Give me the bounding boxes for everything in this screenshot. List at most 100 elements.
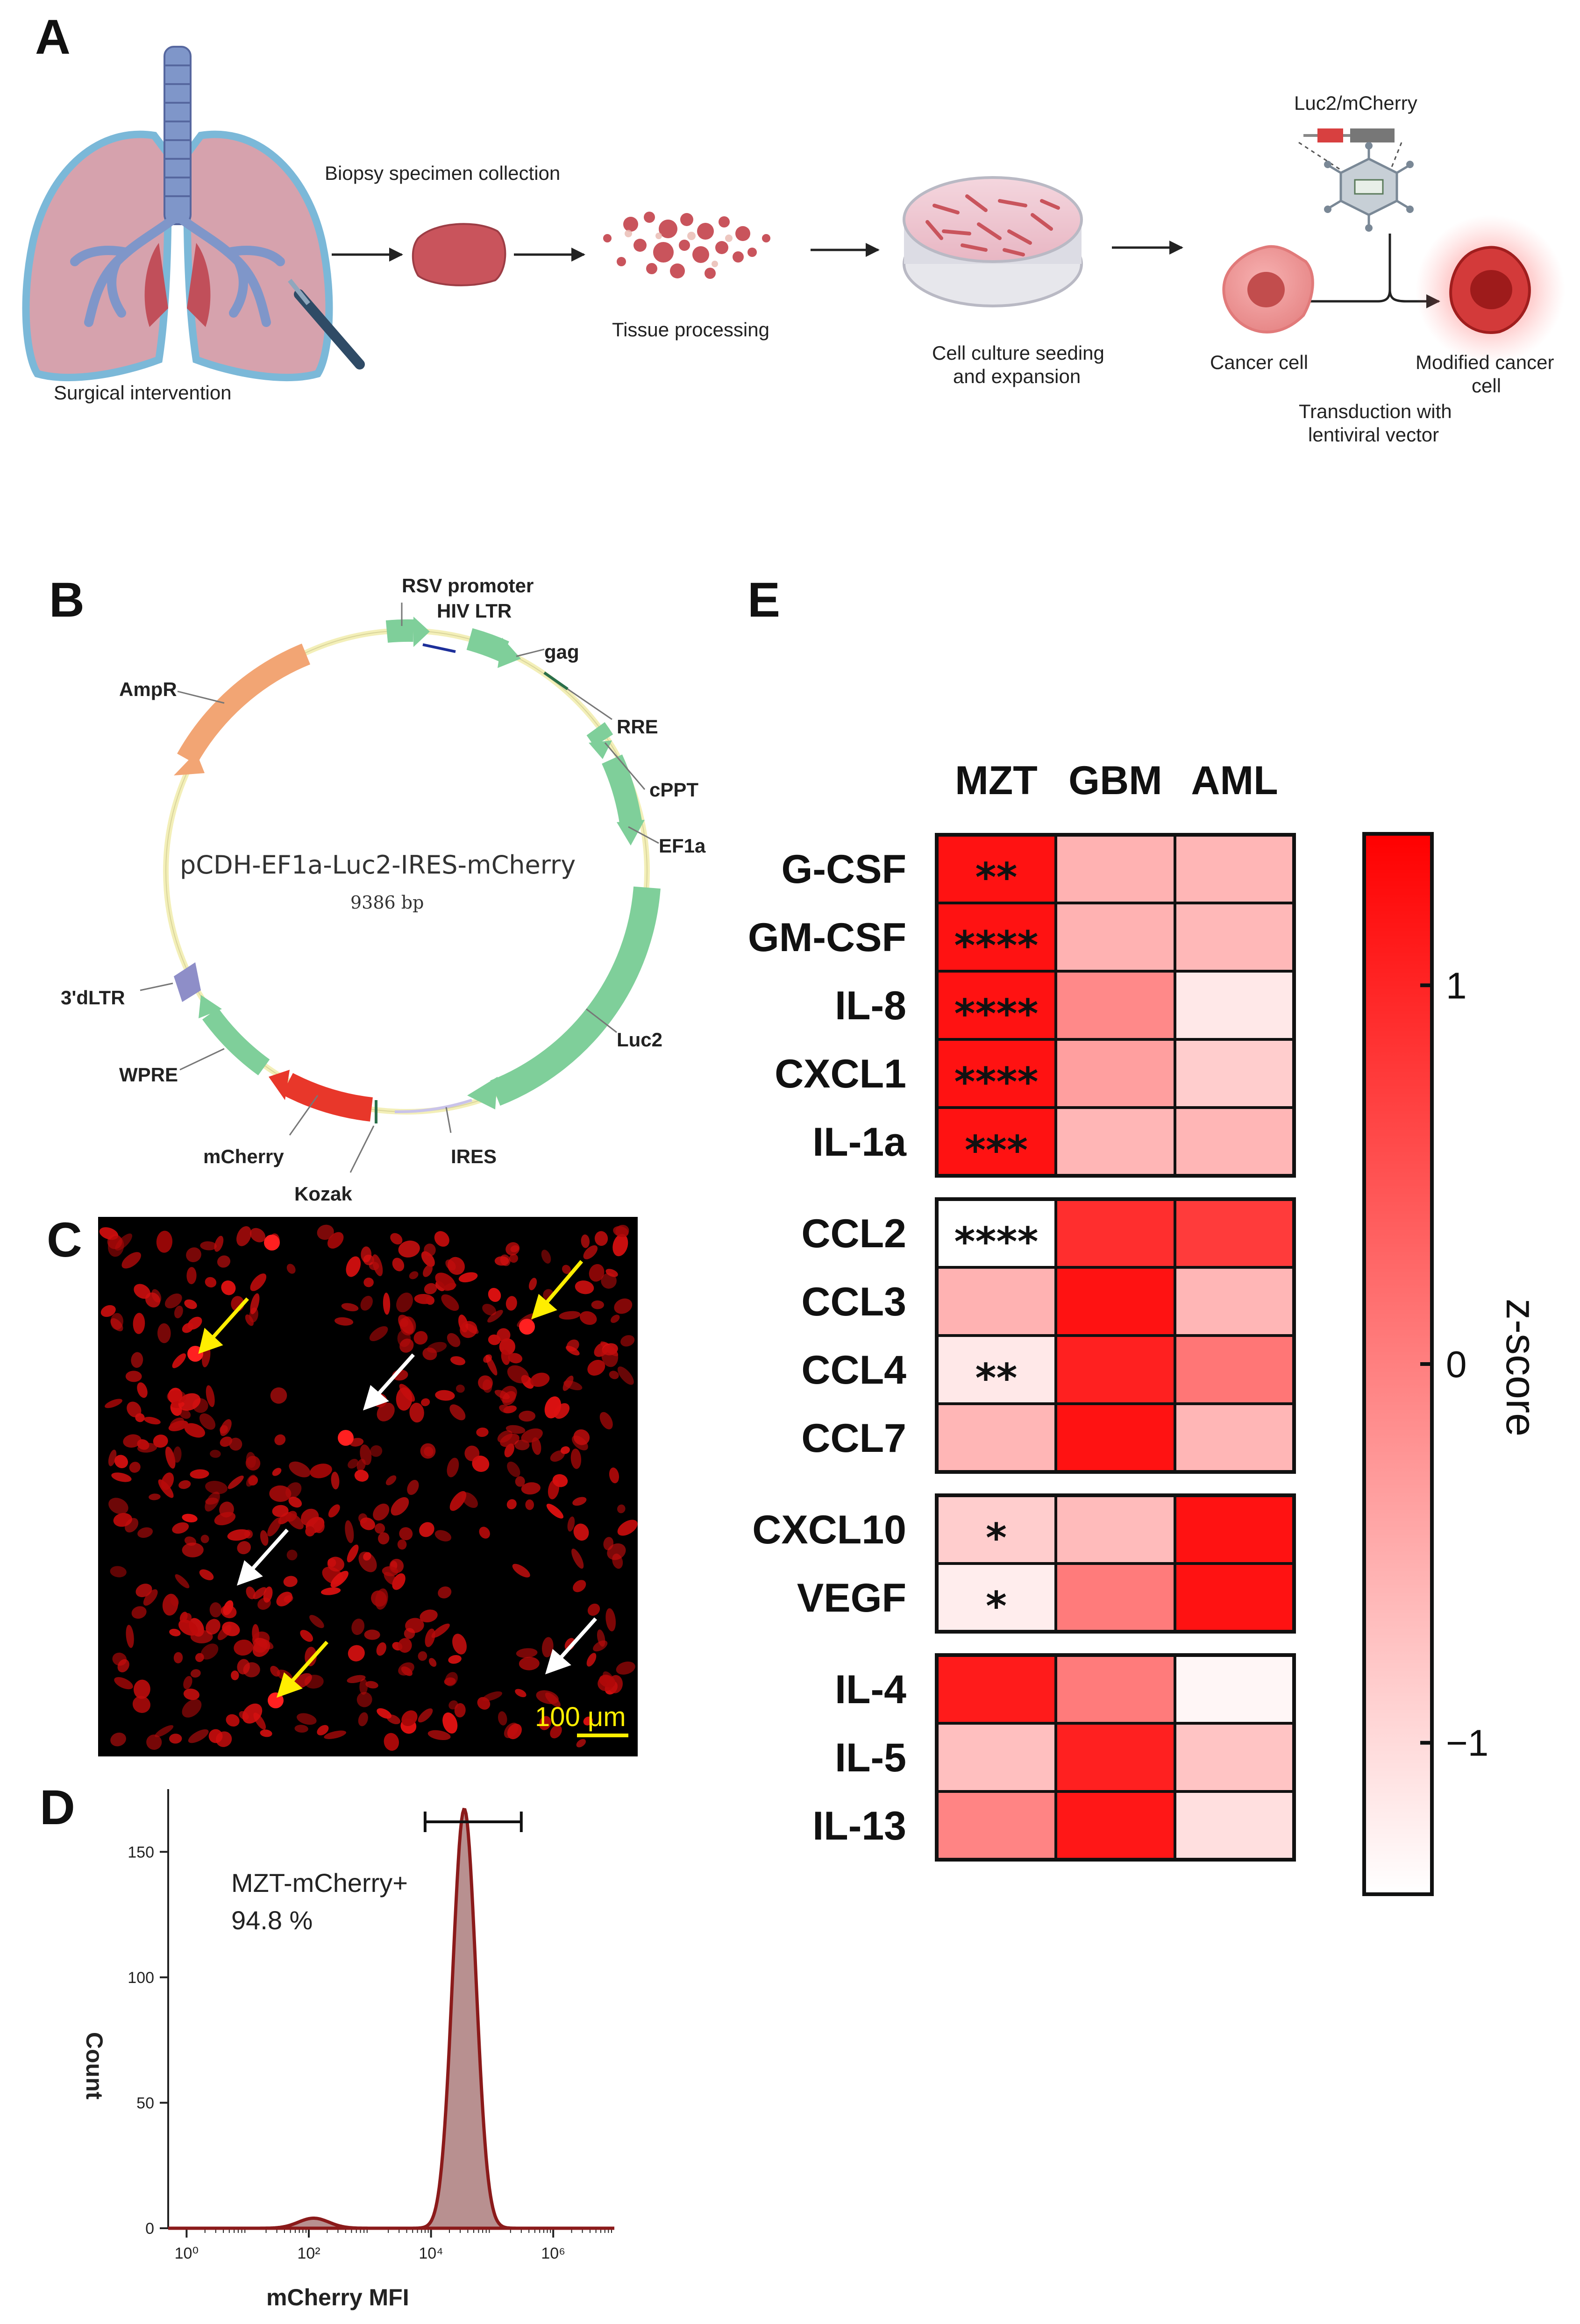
cell-blob: [155, 1725, 174, 1737]
cell-blob: [528, 1278, 537, 1290]
cell-blob: [488, 1287, 501, 1302]
x-tick-label: 10⁰: [175, 2245, 199, 2262]
cell-blob: [392, 1573, 406, 1590]
cell-blob: [206, 1385, 215, 1407]
heatmap-cell-il-8-aml: [1174, 970, 1295, 1041]
cell-blob: [458, 1272, 478, 1283]
cell-blob: [107, 1236, 124, 1257]
row-label-ccl2: CCL2: [801, 1211, 906, 1256]
cell-blob: [372, 1254, 383, 1276]
cell-blob: [289, 1461, 311, 1478]
lungs-illustration: [22, 46, 365, 382]
cell-blob: [521, 1482, 541, 1495]
cell-blob: [360, 1295, 373, 1311]
row-label-cxcl1: CXCL1: [775, 1052, 906, 1096]
cell-blob: [269, 1485, 292, 1502]
cell-blob: [552, 1474, 568, 1487]
significance-stars-cxcl10: *: [986, 1515, 1007, 1562]
cell-blob: [488, 1334, 501, 1345]
cell-blob: [169, 1734, 182, 1744]
cell-blob: [593, 1640, 608, 1652]
cell-blob: [382, 1566, 399, 1577]
cell-blob: [260, 1729, 272, 1737]
heatmap-cell-il-4-mzt: [935, 1654, 1057, 1725]
modified-cancer-cell-icon: [1416, 215, 1565, 364]
feature-label-wpre: WPRE: [119, 1064, 178, 1086]
cell-blob: [591, 1300, 604, 1309]
y-tick-label: 50: [136, 2094, 154, 2112]
cell-blob: [131, 1606, 147, 1619]
cell-blob: [200, 1535, 209, 1543]
vector-insert: [1298, 128, 1402, 178]
cell-blob: [612, 1234, 628, 1257]
x-tick-label: 10⁴: [419, 2245, 443, 2262]
cell-blob: [169, 1628, 181, 1636]
feature-ampr: [177, 643, 311, 765]
cell-blob: [186, 1247, 201, 1262]
cell-blob: [227, 1529, 250, 1541]
cell-blob: [346, 1256, 361, 1277]
cell-blob: [487, 1310, 503, 1323]
heatmap-group-border: [935, 1493, 1296, 1634]
cell-blob: [234, 1639, 253, 1656]
cell-blob: [438, 1586, 452, 1599]
culture-label-1: Cell culture seeding: [932, 342, 1104, 364]
cell-blob: [383, 1293, 391, 1315]
feature-label-kozak: Kozak: [294, 1183, 352, 1205]
row-label-il-5: IL-5: [835, 1735, 906, 1780]
cell-blob: [297, 1713, 317, 1725]
cell-blob: [253, 1587, 267, 1599]
cell-blob: [188, 1729, 209, 1743]
cell-blob: [418, 1708, 433, 1723]
significance-stars-gm-csf: ****: [954, 923, 1039, 969]
cell-blob: [239, 1711, 249, 1720]
cell-blob: [260, 1530, 269, 1546]
cell-blob: [236, 1226, 252, 1246]
cell-blob: [482, 1691, 503, 1701]
cell-blob: [175, 1574, 190, 1588]
cell-blob: [508, 1353, 523, 1364]
cell-blob: [165, 1446, 176, 1469]
cell-blob: [178, 1620, 198, 1636]
cell-blob: [401, 1666, 413, 1676]
cell-blob: [263, 1586, 273, 1603]
cell-blob: [424, 1283, 437, 1294]
cell-blob: [506, 1499, 517, 1509]
cell-blob: [512, 1564, 530, 1578]
cell-blob: [105, 1399, 122, 1408]
cell-blob: [616, 1661, 635, 1675]
cell-blob: [617, 1366, 634, 1385]
colorbar-tick-label: −1: [1446, 1722, 1488, 1764]
colorbar: 10−1 z-score: [1362, 832, 1544, 1896]
cell-blob: [174, 1305, 183, 1319]
cell-blob: [354, 1470, 369, 1482]
colorbar-ticks: 10−1: [1420, 965, 1488, 1764]
row-label-ccl4: CCL4: [801, 1348, 906, 1393]
cell-blob: [190, 1669, 201, 1678]
cell-blob: [462, 1492, 478, 1508]
cell-blob: [409, 1402, 424, 1423]
annotation-arrows: [198, 1260, 597, 1698]
cell-blob: [617, 1520, 638, 1536]
heatmap-cell-ccl2-mzt: [935, 1198, 1057, 1269]
cell-blob: [246, 1474, 256, 1487]
cell-blob: [425, 1628, 435, 1647]
fluorescent-cells: [99, 1224, 638, 1751]
cell-blob: [434, 1231, 449, 1247]
cell-blob: [220, 1419, 232, 1436]
cell-blob: [521, 1428, 543, 1443]
cell-blob: [108, 1498, 128, 1514]
cell-blob: [452, 1634, 467, 1655]
cell-blob: [620, 1335, 635, 1347]
heatmap-group-border: [935, 1197, 1296, 1474]
row-label-ccl3: CCL3: [801, 1279, 906, 1324]
feature-label-rsv: RSV promoter: [402, 575, 534, 597]
cell-blob: [327, 1556, 345, 1572]
cell-blob: [200, 1241, 217, 1251]
cell-blob: [398, 1315, 414, 1334]
surgical-intervention-label: Surgical intervention: [54, 382, 232, 404]
cell-blob: [579, 1311, 597, 1325]
cell-blob: [476, 1427, 489, 1437]
cell-blob: [243, 1662, 260, 1677]
